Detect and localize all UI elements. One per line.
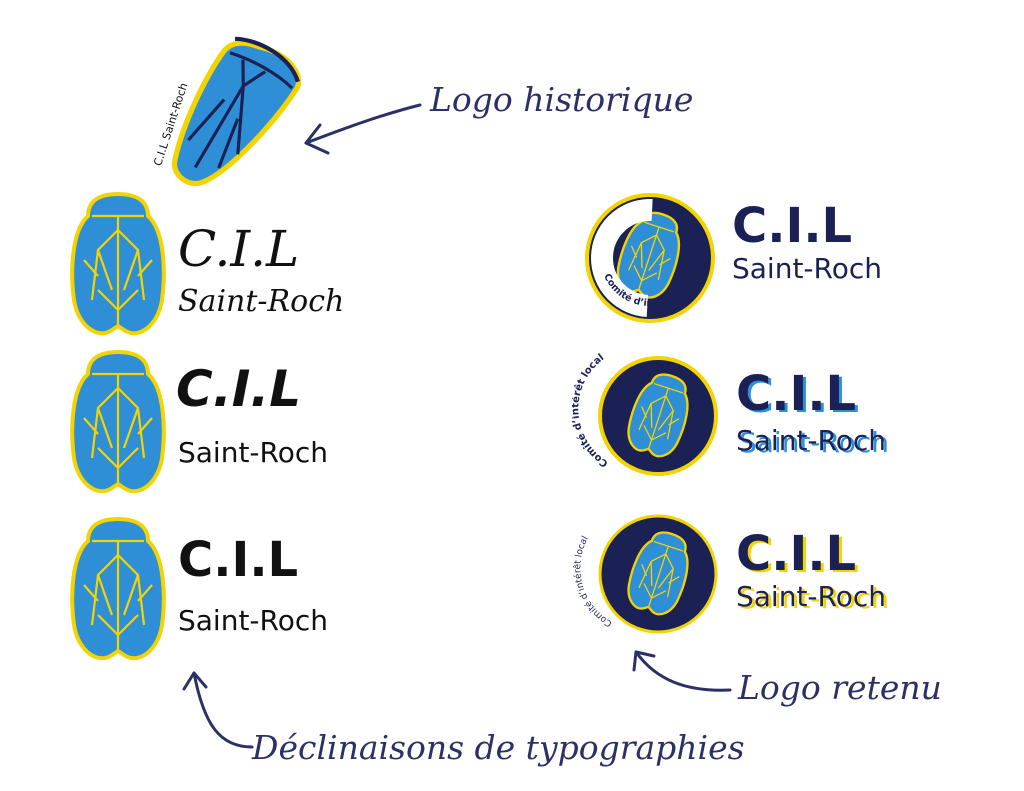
variant-left-2-subtitle: Saint-Roch bbox=[178, 436, 329, 469]
variant-right-2-subtitle: Saint-Roch bbox=[736, 424, 887, 457]
annotation-retained: Logo retenu bbox=[738, 668, 942, 707]
variant-left-3-subtitle: Saint-Roch bbox=[178, 604, 329, 637]
emblem-3: Comité d’intérêt local bbox=[572, 498, 722, 638]
emblem-cicada-icon: Comité d’intérêt local bbox=[572, 514, 718, 634]
variant-left-1-title: C.I.L bbox=[178, 220, 300, 278]
variant-right-3-title: C.I.L bbox=[736, 526, 857, 582]
historic-logo: C.I.L Saint-Roch bbox=[150, 30, 320, 195]
annotation-typography: Déclinaisons de typographies bbox=[252, 728, 745, 767]
variant-right-3-subtitle: Saint-Roch bbox=[736, 580, 887, 613]
variant-right-2-title: C.I.L bbox=[736, 366, 857, 422]
variant-right-1-subtitle: Saint-Roch bbox=[732, 252, 883, 285]
variant-right-1-title: C.I.L bbox=[732, 198, 853, 254]
arrow-typography-icon bbox=[182, 671, 254, 749]
emblem-1: Comité d’intérêt local bbox=[584, 192, 716, 324]
emblem-cicada-icon: Comité d’intérêt local bbox=[585, 193, 715, 323]
variant-left-1-subtitle: Saint-Roch bbox=[178, 284, 345, 319]
historic-cicada-icon bbox=[171, 36, 302, 187]
emblem-2: Comité d’intérêt local bbox=[570, 340, 722, 480]
variant-left-2-title: C.I.L bbox=[176, 360, 302, 418]
arrow-retained-icon bbox=[632, 650, 732, 692]
cicada-icon bbox=[70, 192, 166, 336]
variant-left-3-title: C.I.L bbox=[178, 532, 299, 588]
cicada-icon bbox=[70, 517, 166, 661]
arrow-historic-icon bbox=[304, 103, 422, 155]
cicada-icon bbox=[70, 350, 166, 494]
annotation-historic: Logo historique bbox=[430, 80, 694, 119]
emblem-cicada-icon: Comité d’intérêt local bbox=[570, 352, 718, 476]
